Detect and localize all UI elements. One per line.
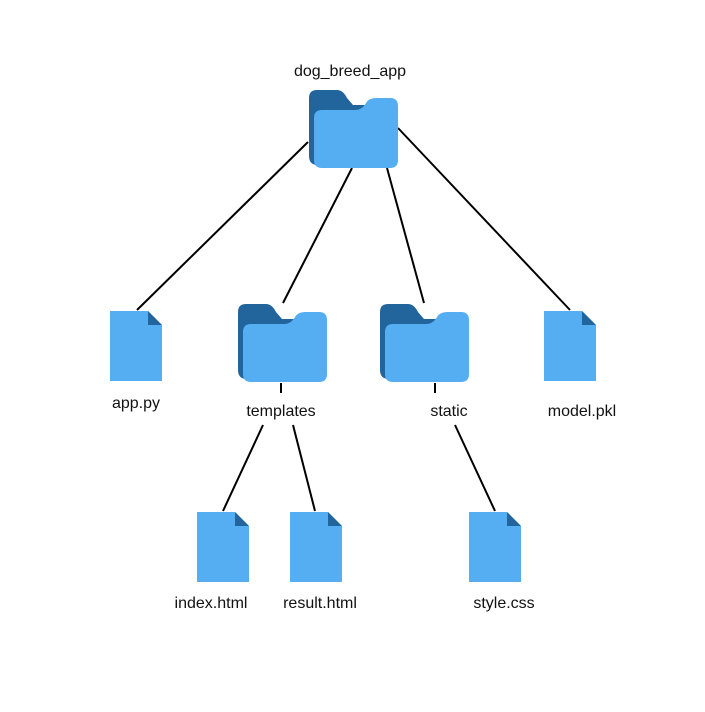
file-icon [290,512,342,582]
connector-root-model-pkl [397,127,571,311]
result-html-label: result.html [283,595,357,612]
connector-templates-result-html [292,424,316,512]
connector-root-static [386,167,425,304]
file-icon [469,512,521,582]
connector-templates-index-html [222,424,264,512]
model-pkl-label: model.pkl [547,403,617,420]
style-css-label: style.css [473,595,535,612]
folder-icon [309,90,398,168]
file-icon [197,512,249,582]
file-icon [544,311,596,381]
root-folder-label: dog_breed_app [293,63,407,80]
connector-root-app-py [136,141,309,311]
connector-root-templates [282,167,353,304]
file-icon [110,311,162,381]
templates-folder-label: templates [246,403,316,420]
app-py-label: app.py [111,395,161,412]
static-folder-label: static [430,403,468,420]
index-html-label: index.html [174,595,248,612]
connector-static-style-css [454,424,496,512]
folder-icon [380,304,469,382]
folder-icon [238,304,327,382]
